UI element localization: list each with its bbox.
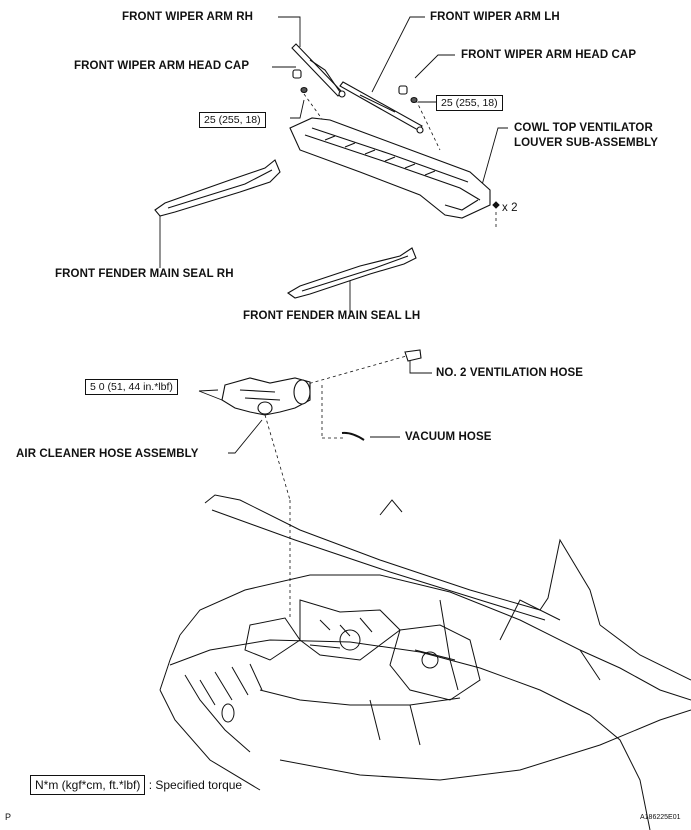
torque-legend: N*m (kgf*cm, ft.*lbf) : Specified torque: [30, 775, 242, 795]
cowl-top-ventilator-label-line1: COWL TOP VENTILATOR: [514, 122, 653, 134]
front-fender-main-seal-rh-label: FRONT FENDER MAIN SEAL RH: [55, 268, 234, 280]
leader-lines: [159, 16, 508, 454]
torque-box-wiper-right: 25 (255, 18): [436, 95, 503, 111]
vacuum-hose-label: VACUUM HOSE: [405, 431, 492, 443]
car-engine-bay-drawing: [159, 494, 691, 830]
torque-box-air-cleaner: 5 0 (51, 44 in.*lbf): [85, 379, 178, 395]
fender-seal-rh-drawing: [154, 159, 281, 217]
front-wiper-arm-head-cap-right-label: FRONT WIPER ARM HEAD CAP: [461, 49, 637, 61]
front-fender-main-seal-lh-label: FRONT FENDER MAIN SEAL LH: [243, 310, 421, 322]
fender-seal-lh-drawing: [286, 247, 417, 299]
torque-box-wiper-left: 25 (255, 18): [199, 112, 266, 128]
front-wiper-arm-head-cap-left-label: FRONT WIPER ARM HEAD CAP: [74, 60, 250, 72]
front-wiper-arm-rh-drawing: [291, 43, 346, 98]
figure-id: A186225E01: [640, 814, 681, 821]
clip-count-label: x 2: [502, 202, 518, 214]
ventilation-hose-drawing: [404, 349, 422, 362]
cowl-top-louver-drawing: [289, 117, 500, 219]
air-cleaner-hose-drawing: [221, 377, 311, 416]
front-wiper-arm-lh-label: FRONT WIPER ARM LH: [430, 11, 560, 23]
front-wiper-arm-rh-label: FRONT WIPER ARM RH: [122, 11, 254, 23]
page-mark: P: [5, 812, 12, 822]
no2-ventilation-hose-label: NO. 2 VENTILATION HOSE: [436, 367, 584, 379]
legend-box: N*m (kgf*cm, ft.*lbf): [30, 775, 146, 795]
head-caps-and-nuts: [292, 69, 418, 104]
vacuum-hose-drawing: [341, 431, 365, 441]
air-cleaner-hose-assembly-label: AIR CLEANER HOSE ASSEMBLY: [16, 448, 199, 460]
front-wiper-arm-lh-drawing: [339, 81, 424, 134]
cowl-top-ventilator-label-line2: LOUVER SUB-ASSEMBLY: [514, 137, 658, 149]
legend-description: : Specified torque: [148, 778, 243, 792]
